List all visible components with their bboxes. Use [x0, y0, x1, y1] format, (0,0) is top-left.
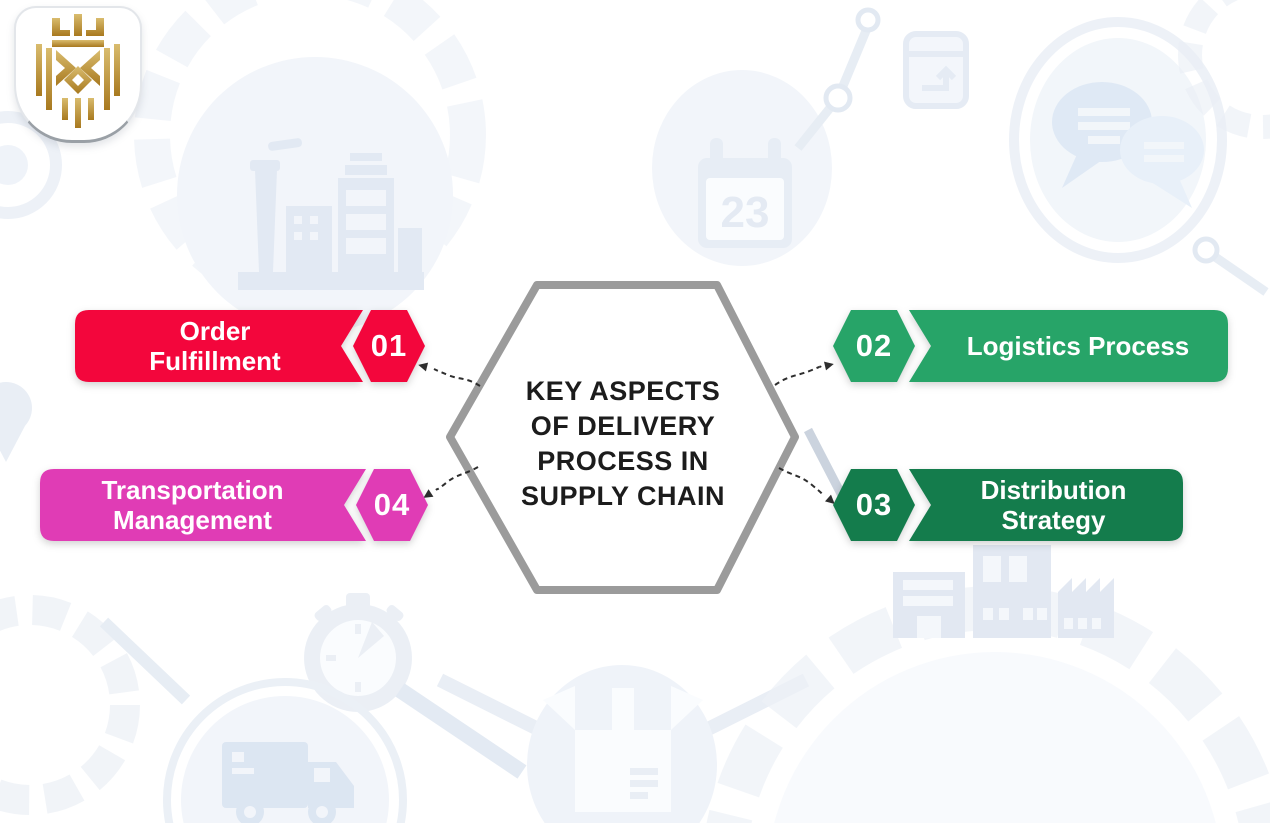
chat-bubbles-icon: [1052, 82, 1204, 208]
circle-backdrop: [177, 57, 453, 333]
banner-number: 03: [855, 487, 893, 522]
connector-line: [702, 673, 810, 737]
arrow-to-04: [423, 466, 479, 498]
banner-number-badge: [356, 469, 428, 541]
arrow-to-01: [418, 362, 481, 387]
factory-icon: [238, 138, 424, 290]
circle-backdrop: [774, 652, 1216, 823]
calendar-icon: 23: [698, 138, 792, 248]
banner-pill: [40, 469, 366, 541]
lion-crest-icon: [36, 14, 120, 128]
banner-order-fulfillment: Order Fulfillment 01: [75, 310, 425, 382]
banner-number-badge: [833, 310, 915, 382]
arrow-to-02: [774, 361, 834, 386]
banner-number: 02: [855, 328, 893, 363]
gear-icon: [1178, 0, 1270, 139]
location-pin-icon: [0, 382, 32, 462]
title-line-1: KEY ASPECTS: [525, 376, 721, 406]
title-line-4: SUPPLY CHAIN: [520, 481, 726, 511]
title-line-3: PROCESS IN: [537, 446, 709, 476]
ring: [163, 678, 407, 823]
connector-line: [395, 683, 527, 779]
gear-icon: [706, 586, 1270, 823]
factory-icon: [893, 545, 1114, 638]
arrow-to-03: [778, 467, 835, 505]
banner-number-badge: [353, 310, 425, 382]
connector-line: [436, 673, 544, 737]
banner-pill: [909, 469, 1183, 541]
banner-number: 04: [373, 487, 411, 522]
banner-pill: [75, 310, 363, 382]
ring: [0, 145, 28, 185]
ring: [1009, 17, 1227, 263]
banner-number-badge: [833, 469, 915, 541]
browser-window-icon: [903, 31, 969, 109]
banner-label: Order Fulfillment: [149, 316, 281, 376]
banner-transportation-management: Transportation Management 04: [40, 469, 428, 541]
title-line-2: OF DELIVERY: [530, 411, 716, 441]
banner-pill: [909, 310, 1228, 382]
banner-distribution-strategy: Distribution Strategy 03: [833, 469, 1183, 541]
company-logo: [14, 6, 142, 143]
banner-label: Transportation Management: [101, 475, 284, 535]
banner-number: 01: [370, 328, 408, 363]
gear-icon: [134, 0, 486, 311]
banner-label: Distribution Strategy: [980, 475, 1127, 535]
banner-logistics-process: Logistics Process 02: [833, 310, 1228, 382]
circle-backdrop: [527, 665, 717, 823]
calendar-number: 23: [721, 188, 770, 237]
banner-label: Logistics Process: [966, 331, 1190, 361]
package-box-icon: [543, 686, 703, 812]
circle-backdrop: [1030, 38, 1206, 242]
circle-backdrop: [652, 70, 832, 266]
circle-backdrop: [181, 696, 389, 823]
truck-icon: [222, 742, 354, 823]
stopwatch-icon: [304, 593, 412, 712]
diagram-title: KEY ASPECTS OF DELIVERY PROCESS IN SUPPL…: [492, 374, 754, 514]
network-node-icon: [794, 7, 1269, 296]
connector-line: [99, 617, 191, 705]
gear-icon: [0, 595, 140, 815]
